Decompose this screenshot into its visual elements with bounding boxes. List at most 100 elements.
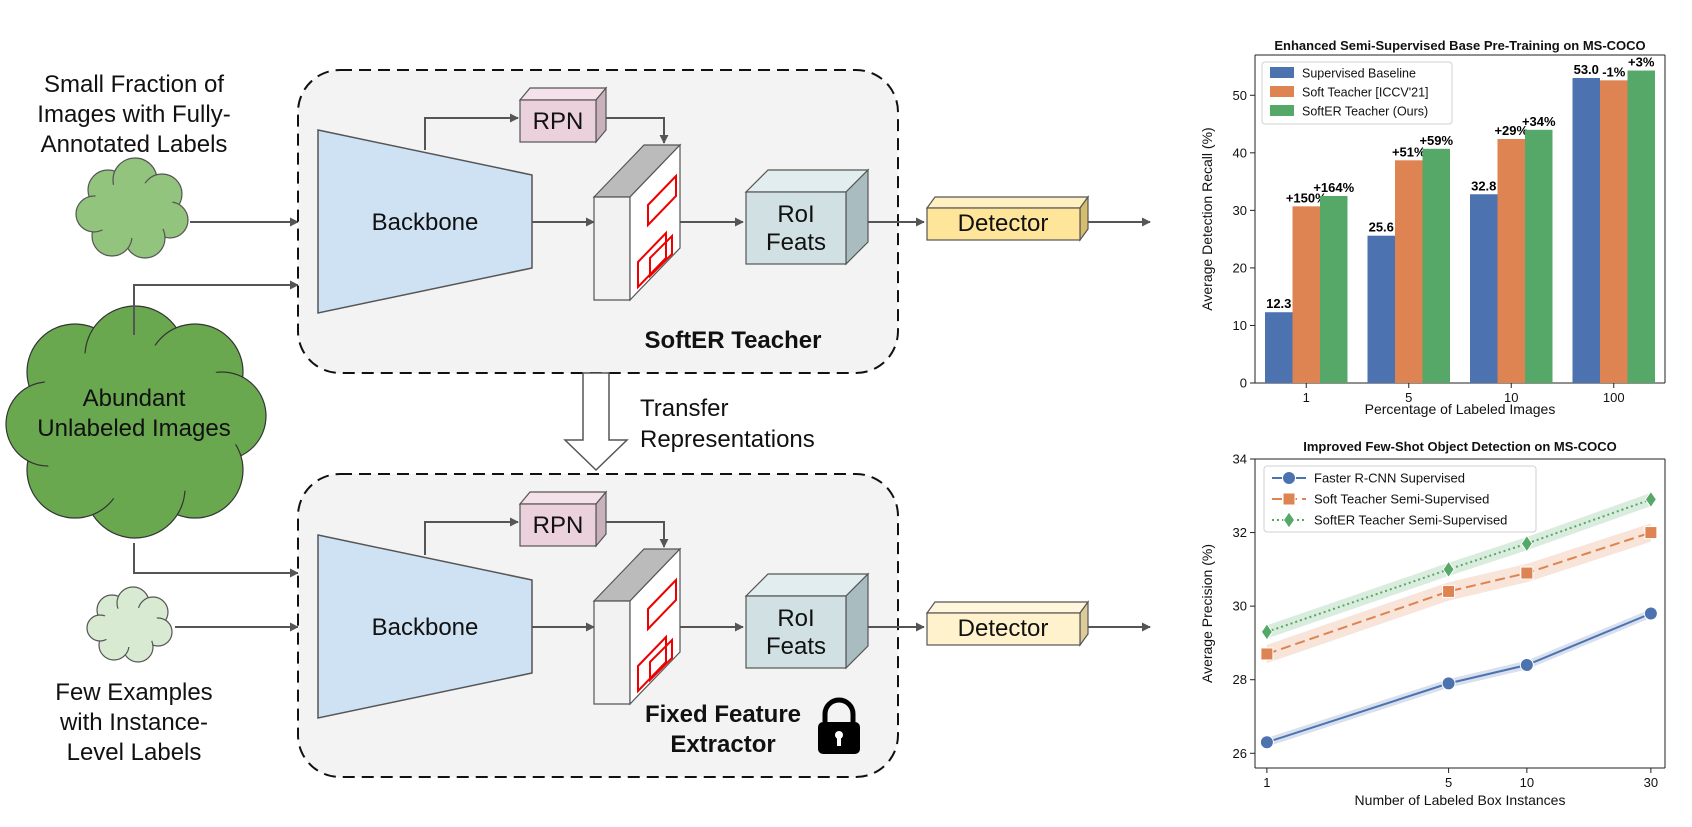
detector-bottom-label: Detector: [958, 615, 1049, 642]
line-legend-label: SoftER Teacher Semi-Supervised: [1314, 513, 1507, 528]
bar-data-label: 25.6: [1369, 220, 1394, 235]
line-point: [1520, 566, 1534, 580]
bar-x-tick-label: 5: [1405, 390, 1412, 405]
bar-data-label: +59%: [1419, 133, 1453, 148]
svg-text:Level Labels: Level Labels: [67, 739, 202, 766]
transfer-label: Transfer Representations: [640, 395, 815, 453]
line-chart: Improved Few-Shot Object Detection on MS…: [1199, 439, 1666, 808]
backbone-bottom: [317, 534, 533, 719]
line-series: [1266, 612, 1652, 744]
bar-legend-label: SoftER Teacher (Ours): [1302, 105, 1428, 119]
unlabeled-images-cloud-icon: [5, 305, 267, 539]
bar-y-tick-label: 10: [1233, 318, 1247, 333]
bar-chart-title: Enhanced Semi-Supervised Base Pre-Traini…: [1274, 38, 1645, 53]
backbone-top: [317, 129, 533, 314]
svg-text:Fixed Feature: Fixed Feature: [645, 701, 801, 728]
line-point: [1644, 490, 1657, 509]
backbone-bottom-label: Backbone: [372, 614, 479, 641]
svg-text:Images with Fully-: Images with Fully-: [37, 101, 230, 128]
bar-legend-label: Soft Teacher [ICCV'21]: [1302, 86, 1429, 100]
bar-data-label: 12.3: [1266, 296, 1291, 311]
line-point: [1644, 526, 1658, 540]
bar: [1367, 235, 1395, 383]
bar-x-tick-label: 1: [1303, 390, 1310, 405]
line-point: [1260, 647, 1274, 661]
bar: [1320, 195, 1348, 383]
detector-bottom: Detector: [925, 600, 1090, 647]
labeled-images-cloud-icon: [75, 157, 189, 259]
bar-x-tick-label: 10: [1504, 390, 1518, 405]
bar-data-label: 32.8: [1471, 178, 1496, 193]
bar-x-tick-label: 100: [1603, 390, 1625, 405]
line-confidence-band: [1266, 523, 1651, 664]
roi-top-label-line1: RoI: [777, 201, 814, 228]
bar-x-axis-label: Percentage of Labeled Images: [1365, 401, 1556, 417]
bar-data-label: +51%: [1392, 144, 1426, 159]
line-y-tick-label: 30: [1233, 599, 1247, 614]
input-arrows: [133, 217, 299, 632]
svg-text:Annotated Labels: Annotated Labels: [41, 131, 228, 158]
line-x-tick-label: 30: [1644, 775, 1658, 790]
bar: [1627, 70, 1655, 384]
bar-data-label: -1%: [1602, 64, 1626, 79]
line-x-axis-label: Number of Labeled Box Instances: [1355, 792, 1566, 808]
line-x-tick-label: 5: [1445, 775, 1452, 790]
transfer-arrow-icon: [563, 372, 629, 472]
bar: [1600, 80, 1628, 383]
line-point: [1519, 658, 1534, 672]
line-y-tick-label: 32: [1233, 525, 1247, 540]
fewshot-images-cloud-icon: [86, 586, 173, 663]
line-y-tick-label: 34: [1233, 452, 1247, 467]
line-point: [1441, 676, 1456, 691]
bar-data-label: +29%: [1494, 123, 1528, 138]
rpn-bottom: RPN: [518, 490, 608, 548]
rpn-bottom-label: RPN: [533, 512, 584, 539]
svg-text:Transfer: Transfer: [640, 395, 728, 422]
fixed-feature-extractor-panel: Backbone RPN RoI Feats F: [297, 473, 925, 778]
svg-text:Abundant: Abundant: [83, 385, 186, 412]
roi-bottom-label-line1: RoI: [777, 605, 814, 632]
labeled-images-label: Small Fraction of Images with Fully- Ann…: [37, 71, 230, 158]
backbone-to-rpn-arrow-top: [424, 113, 519, 150]
proposals-feature-map-bottom: [592, 547, 682, 706]
line-x-tick-label: 10: [1520, 775, 1534, 790]
bar: [1470, 194, 1498, 383]
rpn-to-proposals-arrow-bottom: [606, 521, 669, 548]
svg-text:with Instance-: with Instance-: [59, 709, 208, 736]
line-confidence-band: [1266, 609, 1651, 747]
unlabeled-images-label: Abundant Unlabeled Images: [37, 385, 230, 442]
line-point: [1260, 623, 1274, 641]
rpn-to-proposals-arrow-top: [606, 117, 669, 144]
rpn-top-label: RPN: [533, 108, 584, 135]
fixed-feature-extractor-title: Fixed Feature Extractor: [645, 701, 801, 758]
bar: [1572, 78, 1600, 383]
bar-legend-label: Supervised Baseline: [1302, 67, 1416, 81]
line-confidence-band: [1266, 492, 1651, 639]
bar-data-label: +150%: [1286, 190, 1327, 205]
backbone-top-label: Backbone: [372, 209, 479, 236]
bar-legend-swatch: [1270, 105, 1294, 116]
bar-y-tick-label: 20: [1233, 260, 1247, 275]
roi-top-label-line2: Feats: [766, 229, 826, 256]
bar-chart: Enhanced Semi-Supervised Base Pre-Traini…: [1199, 38, 1666, 417]
line-y-tick-label: 26: [1233, 746, 1247, 761]
bar-y-tick-label: 40: [1233, 145, 1247, 160]
bar: [1497, 139, 1525, 383]
bar-data-label: +3%: [1628, 55, 1655, 70]
svg-text:Representations: Representations: [640, 426, 815, 453]
rpn-top: RPN: [518, 86, 608, 144]
line-chart-title: Improved Few-Shot Object Detection on MS…: [1303, 439, 1616, 454]
softer-teacher-panel: Backbone RPN RoI Feats SoftER T: [297, 69, 925, 374]
bar-legend-swatch: [1270, 67, 1294, 78]
backbone-to-rpn-arrow-bottom: [424, 517, 519, 555]
line-x-tick-label: 1: [1263, 775, 1270, 790]
bar: [1292, 206, 1320, 383]
softer-teacher-title: SoftER Teacher: [645, 327, 822, 354]
bar: [1525, 129, 1553, 383]
bar-y-tick-label: 0: [1240, 376, 1247, 391]
roi-feats-top: RoI Feats: [744, 168, 870, 266]
proposals-feature-map-top: [592, 143, 682, 302]
line-series: [1266, 498, 1652, 633]
